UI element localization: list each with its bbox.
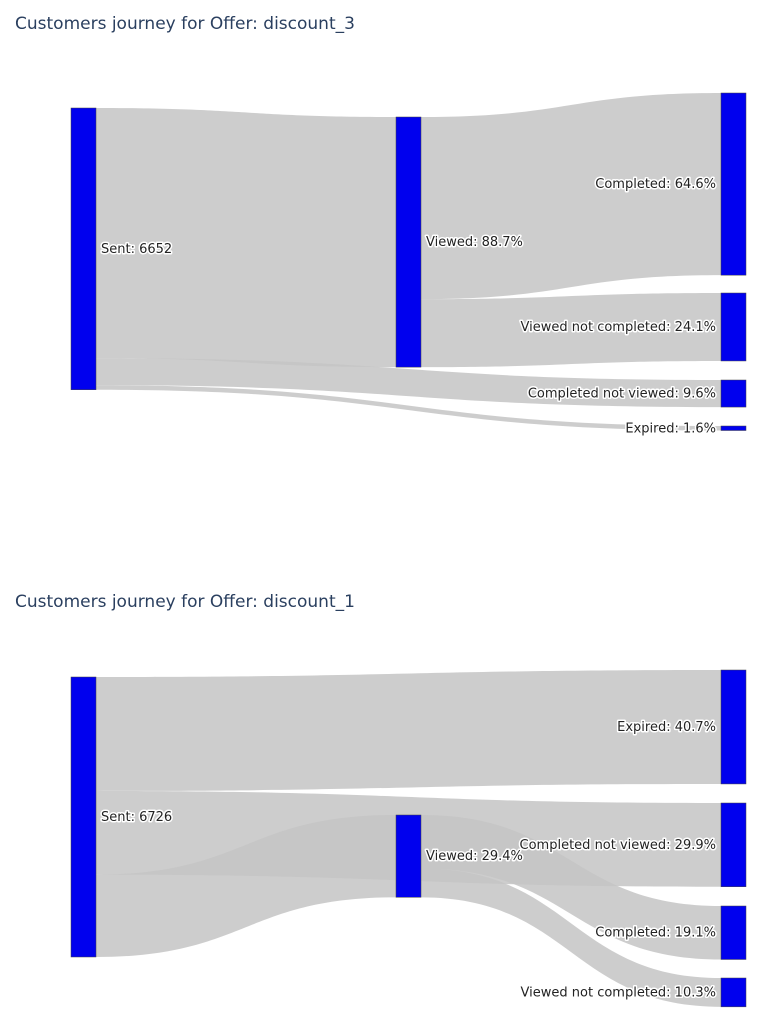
node-completed_not_viewed[interactable] [720, 379, 747, 408]
link-sent-to-viewed[interactable] [96, 108, 396, 368]
link-sent-to-expired[interactable] [96, 670, 721, 791]
node-label-viewed_not_completed: Viewed not completed: 10.3% [521, 985, 716, 1000]
link-viewed-to-viewed_not_completed[interactable] [421, 868, 721, 1007]
link-sent-to-completed_not_viewed[interactable] [96, 358, 721, 408]
link-sent-to-expired[interactable] [96, 385, 721, 431]
node-label-expired: Expired: 1.6% [625, 421, 716, 436]
node-viewed[interactable] [395, 814, 422, 898]
node-expired[interactable] [720, 425, 747, 431]
sankey-panel-discount-3: Customers journey for Offer: discount_3 … [15, 14, 747, 438]
link-viewed-to-completed[interactable] [421, 815, 721, 960]
node-sent[interactable] [70, 676, 97, 958]
node-completed[interactable] [720, 92, 747, 276]
nodes-group: Sent: 6652 Viewed: 88.7% Completed: 64.6% V… [70, 92, 747, 438]
sankey-panel-discount-1: Customers journey for Offer: discount_1 … [0, 578, 765, 1032]
link-sent-to-viewed[interactable] [96, 815, 396, 957]
chart-title: Customers journey for Offer: discount_3 [15, 14, 355, 34]
node-label-expired: Expired: 40.7% [617, 720, 716, 735]
sankey-diagram: Sent: 6652 Viewed: 88.7% Completed: 64.6% V… [70, 92, 747, 438]
node-expired[interactable] [720, 669, 747, 785]
links-group [96, 670, 721, 1007]
link-viewed-to-viewed_not_completed[interactable] [421, 293, 721, 368]
node-label-completed: Completed: 64.6% [595, 177, 716, 192]
node-completed_not_viewed[interactable] [720, 802, 747, 887]
node-label-completed_not_viewed: Completed not viewed: 9.6% [528, 387, 716, 402]
node-label-sent: Sent: 6652 [101, 242, 172, 257]
node-viewed_not_completed[interactable] [720, 977, 747, 1008]
node-sent[interactable] [70, 107, 97, 390]
chart-title: Customers journey for Offer: discount_1 [15, 592, 355, 612]
node-label-viewed_not_completed: Viewed not completed: 24.1% [521, 320, 716, 335]
link-viewed-to-completed[interactable] [421, 93, 721, 300]
node-label-completed: Completed: 19.1% [595, 926, 716, 941]
node-label-sent: Sent: 6726 [101, 810, 172, 825]
node-viewed[interactable] [395, 116, 422, 368]
links-group [96, 93, 721, 431]
node-label-completed_not_viewed: Completed not viewed: 29.9% [520, 838, 716, 853]
node-label-viewed: Viewed: 88.7% [426, 235, 523, 250]
node-label-viewed: Viewed: 29.4% [426, 849, 523, 864]
node-viewed_not_completed[interactable] [720, 292, 747, 362]
node-completed[interactable] [720, 905, 747, 960]
